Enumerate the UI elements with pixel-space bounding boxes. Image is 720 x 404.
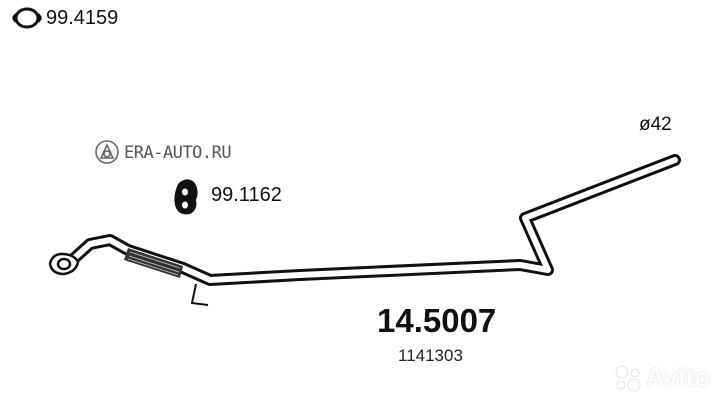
era-auto-logo-icon	[95, 140, 119, 164]
pipe-body	[64, 154, 681, 286]
rubber-hanger-icon	[174, 179, 198, 215]
hanger-part-number: 99.1162	[211, 184, 282, 206]
avito-watermark: Avito	[646, 362, 711, 392]
pipe-diameter-label: ø42	[639, 114, 672, 135]
main-part-number: 14.5007	[377, 302, 497, 339]
gasket-icon	[12, 7, 42, 29]
sensor-bracket	[190, 283, 209, 306]
oem-number: 1141303	[398, 346, 463, 365]
era-auto-watermark: ERA-AUTO.RU	[124, 143, 232, 163]
flex-section	[124, 248, 183, 278]
inlet-flange	[48, 252, 80, 276]
gasket-part-number: 99.4159	[46, 7, 119, 29]
avito-logo-icon	[615, 365, 641, 392]
